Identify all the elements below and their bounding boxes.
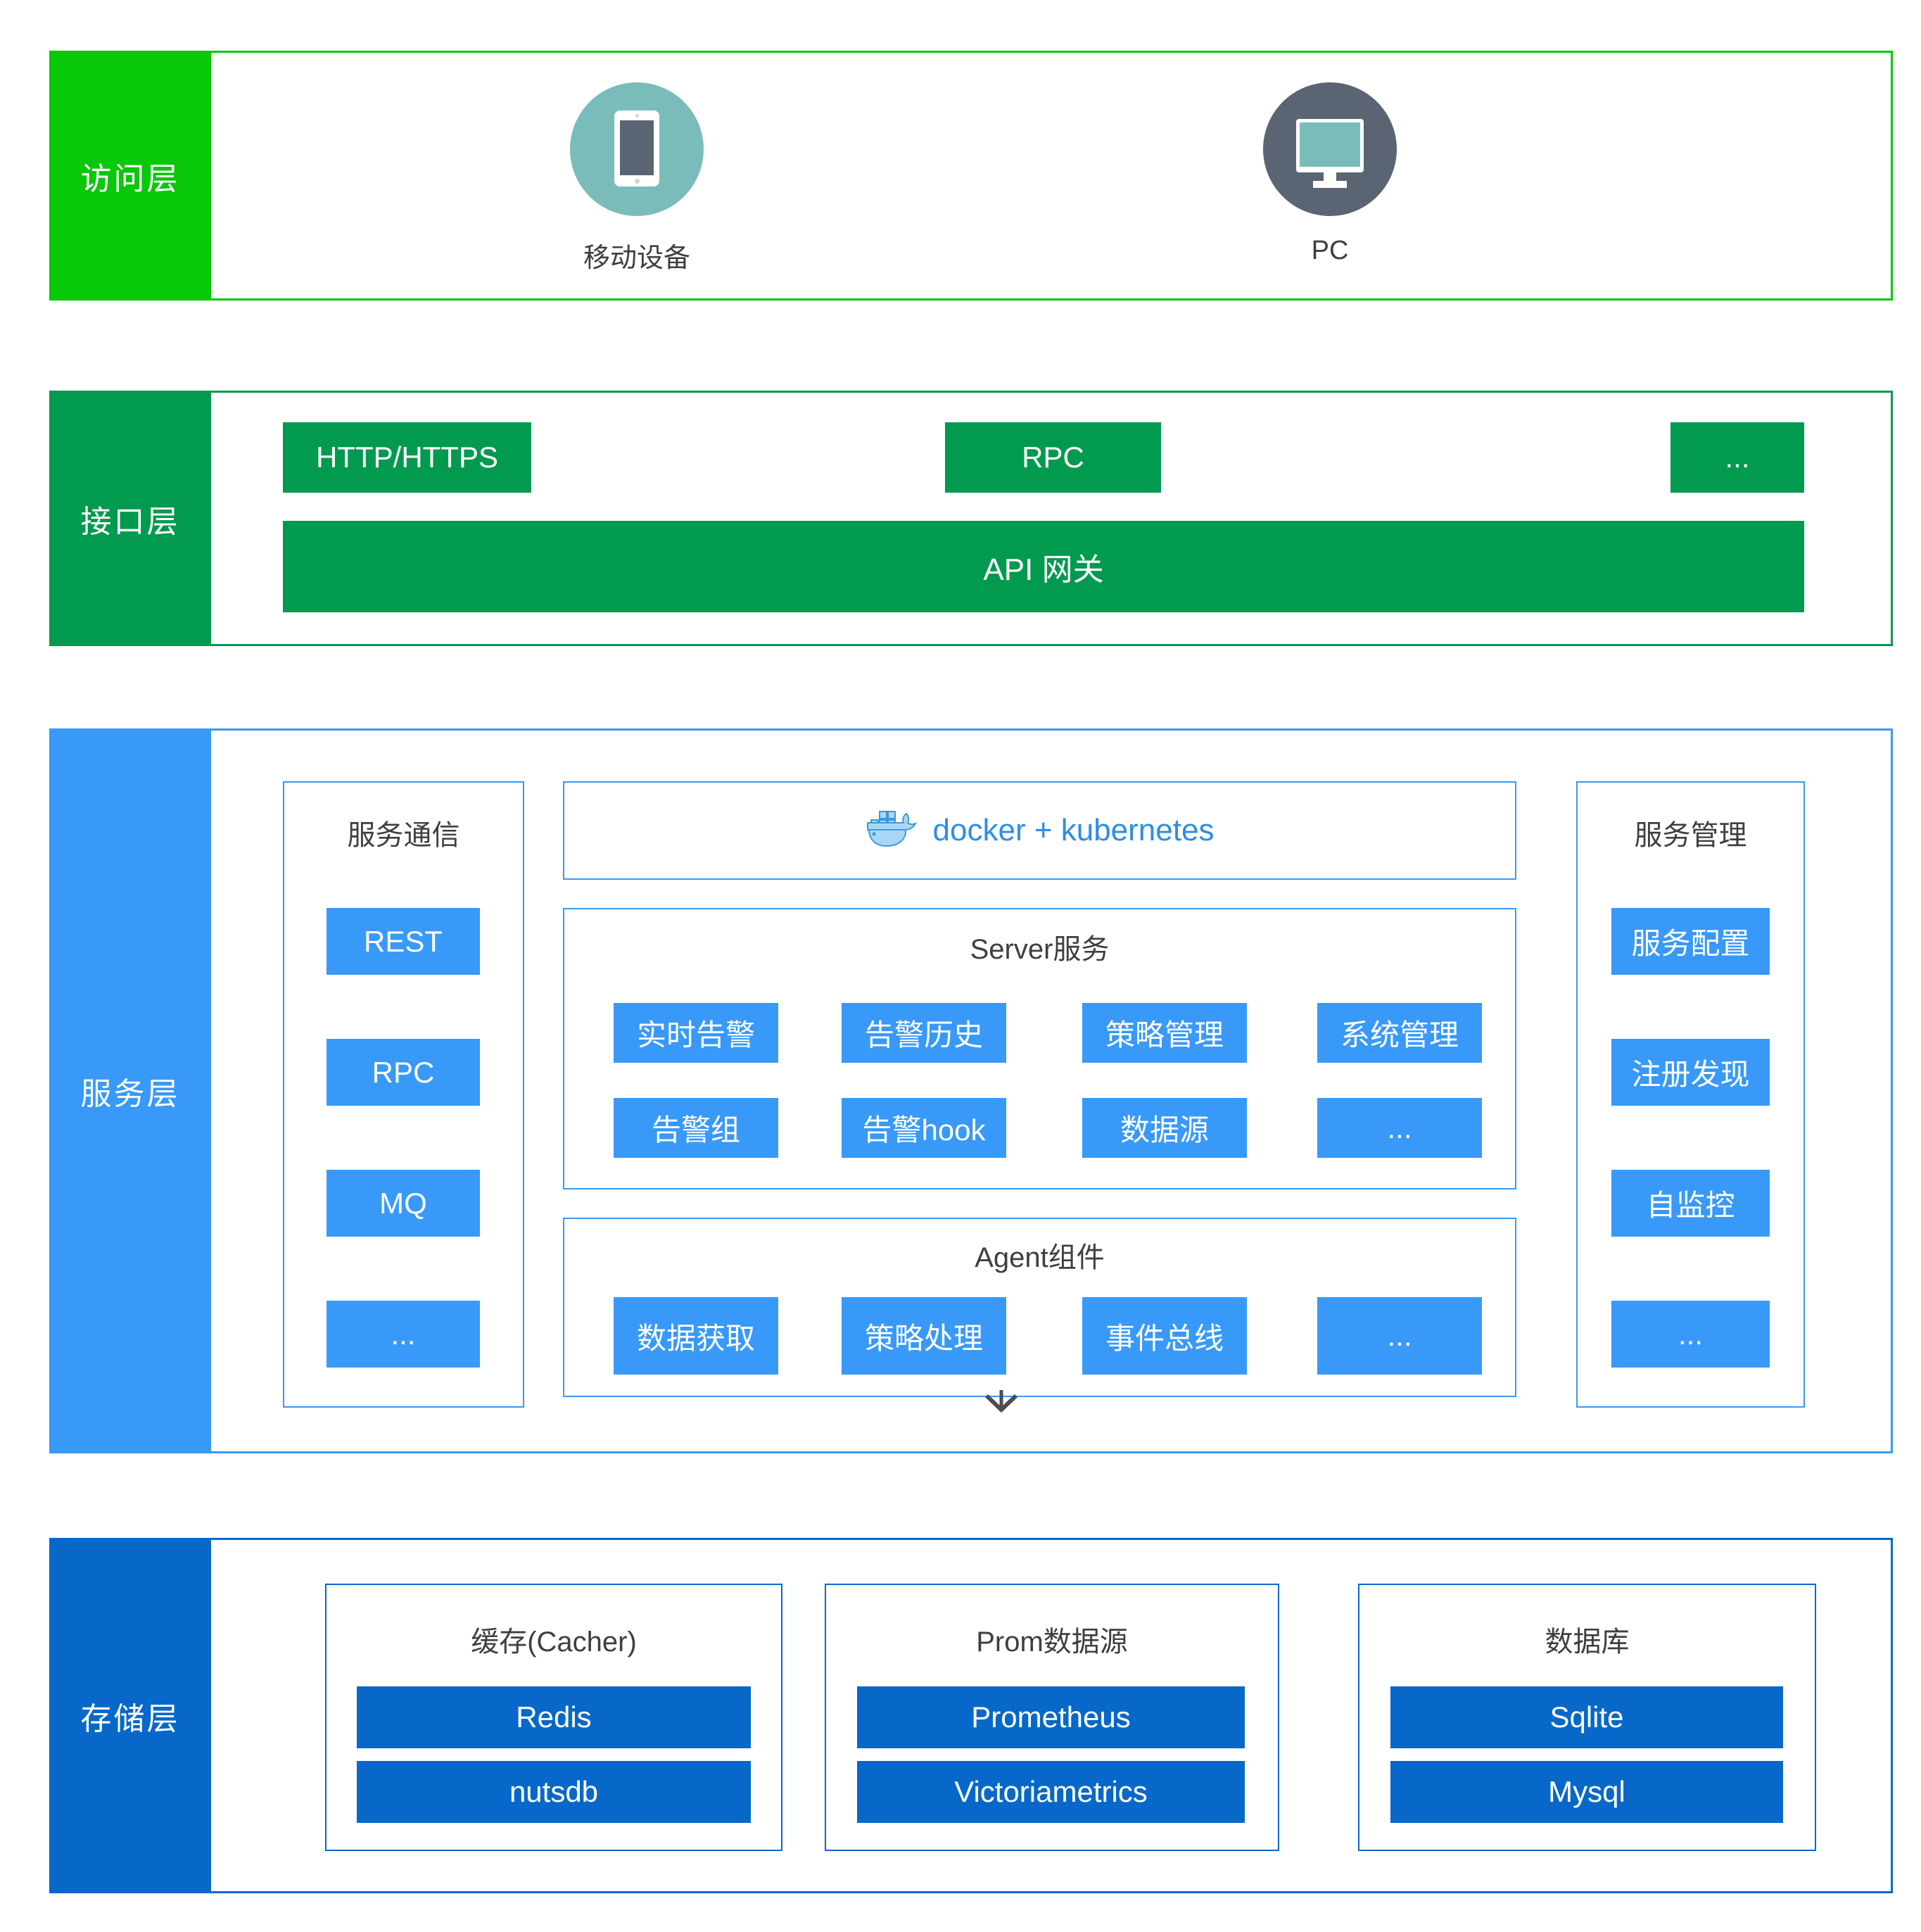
api-gateway-bar: API 网关 xyxy=(283,521,1804,612)
service-layer-band: 服务层 服务通信 REST RPC MQ ... xyxy=(49,728,1893,1453)
cache-box: 缓存(Cacher) Redis nutsdb xyxy=(325,1584,782,1851)
mgmt-config-button: 服务配置 xyxy=(1611,908,1770,975)
interface-layer-label: 接口层 xyxy=(49,391,211,646)
server-box-title: Server服务 xyxy=(970,934,1110,965)
monitor-icon xyxy=(1263,82,1397,216)
mgmt-registry-button: 注册发现 xyxy=(1611,1039,1770,1106)
agent-policy-proc-button: 策略处理 xyxy=(842,1297,1006,1375)
agent-more-button: ... xyxy=(1317,1297,1482,1375)
prom-prometheus-button: Prometheus xyxy=(857,1686,1245,1748)
server-alert-group-button: 告警组 xyxy=(614,1098,778,1158)
device-pc: PC xyxy=(1224,82,1435,266)
access-layer-label: 访问层 xyxy=(49,51,211,301)
database-box: 数据库 Sqlite Mysql xyxy=(1358,1584,1816,1851)
prom-victoriametrics-button: Victoriametrics xyxy=(857,1761,1245,1823)
cache-redis-button: Redis xyxy=(357,1686,751,1748)
platform-title: docker + kubernetes xyxy=(932,813,1215,847)
db-mysql-button: Mysql xyxy=(1390,1761,1783,1823)
cache-box-title: 缓存(Cacher) xyxy=(471,1627,637,1658)
server-alert-hook-button: 告警hook xyxy=(842,1098,1006,1158)
storage-layer-band: 存储层 缓存(Cacher) Redis nutsdb Prom数据源 Prom… xyxy=(49,1538,1893,1893)
platform-box: docker + kubernetes xyxy=(563,781,1516,880)
server-alert-history-button: 告警历史 xyxy=(842,1003,1006,1063)
cache-nutsdb-button: nutsdb xyxy=(357,1761,751,1823)
protocol-rpc-button: RPC xyxy=(945,422,1161,493)
agent-box: Agent组件 数据获取 策略处理 事件总线 ... xyxy=(563,1218,1516,1397)
comm-rpc-button: RPC xyxy=(326,1039,480,1106)
access-layer-band: 访问层 移动设备 PC xyxy=(49,51,1893,301)
server-realtime-alert-button: 实时告警 xyxy=(614,1003,778,1063)
mgmt-self-monitor-button: 自监控 xyxy=(1611,1170,1770,1237)
agent-data-fetch-button: 数据获取 xyxy=(614,1297,778,1375)
service-mgmt-box: 服务管理 服务配置 注册发现 自监控 ... xyxy=(1576,781,1805,1408)
service-comm-box: 服务通信 REST RPC MQ ... xyxy=(283,781,524,1408)
db-sqlite-button: Sqlite xyxy=(1390,1686,1783,1748)
service-comm-title: 服务通信 xyxy=(347,820,460,851)
device-pc-label: PC xyxy=(1311,236,1349,265)
docker-whale-icon xyxy=(866,811,917,847)
service-mgmt-title: 服务管理 xyxy=(1634,820,1747,851)
device-mobile: 移动设备 xyxy=(531,82,742,274)
server-policy-mgmt-button: 策略管理 xyxy=(1082,1003,1247,1063)
database-box-title: 数据库 xyxy=(1545,1627,1630,1658)
tablet-icon xyxy=(570,82,704,216)
comm-rest-button: REST xyxy=(326,908,480,975)
mgmt-more-button: ... xyxy=(1611,1301,1770,1368)
protocol-http-button: HTTP/HTTPS xyxy=(283,422,531,493)
agent-box-title: Agent组件 xyxy=(975,1242,1105,1273)
agent-event-bus-button: 事件总线 xyxy=(1082,1297,1247,1375)
server-more-button: ... xyxy=(1317,1098,1482,1158)
server-box: Server服务 实时告警 告警历史 策略管理 系统管理 告警组 告警hook … xyxy=(563,908,1516,1189)
service-layer-label: 服务层 xyxy=(49,728,211,1453)
comm-more-button: ... xyxy=(326,1301,480,1368)
server-system-mgmt-button: 系统管理 xyxy=(1317,1003,1482,1063)
protocol-more-button: ... xyxy=(1670,422,1804,493)
comm-mq-button: MQ xyxy=(326,1170,480,1237)
prom-box-title: Prom数据源 xyxy=(976,1627,1128,1658)
server-datasource-button: 数据源 xyxy=(1082,1098,1247,1158)
device-mobile-label: 移动设备 xyxy=(583,244,690,273)
interface-layer-band: 接口层 HTTP/HTTPS RPC ... API 网关 xyxy=(49,391,1893,646)
storage-layer-label: 存储层 xyxy=(49,1538,211,1893)
down-arrow-icon xyxy=(984,1390,1018,1413)
prom-datasource-box: Prom数据源 Prometheus Victoriametrics xyxy=(825,1584,1279,1851)
